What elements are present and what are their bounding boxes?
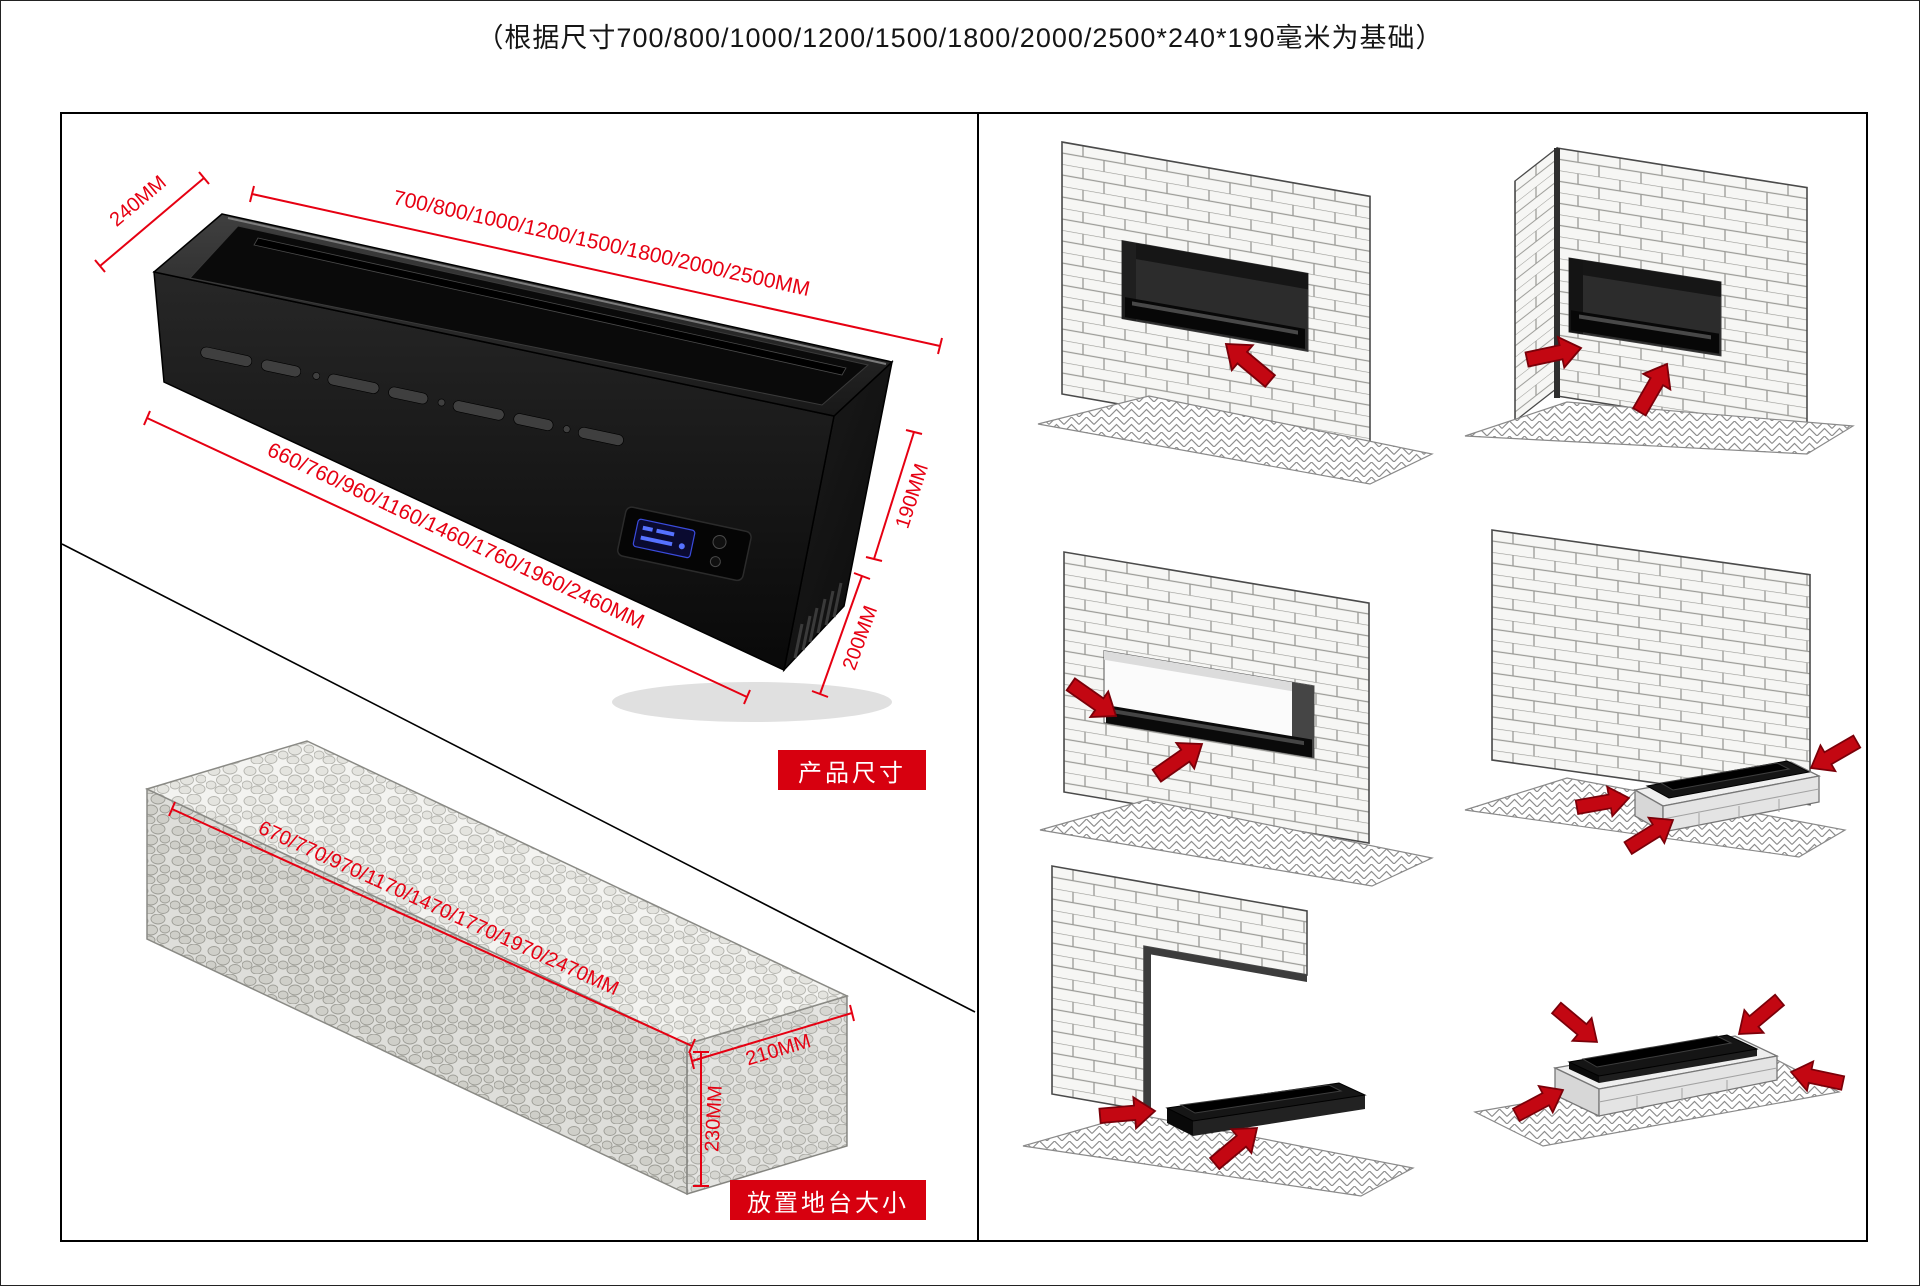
dim-label-width: 240MM (106, 172, 171, 232)
flame-slot (1581, 1035, 1733, 1068)
flame-slot (253, 237, 847, 376)
corner-shadow (1554, 148, 1560, 398)
dim-label-platform-height: 230MM (701, 1085, 726, 1153)
diagonal-divider (61, 543, 976, 1013)
product-shadow (612, 682, 892, 722)
floor-patch (1464, 401, 1855, 455)
brick-wall (1061, 141, 1371, 450)
platform-end-shade (687, 996, 847, 1194)
platform-size-badge: 放置地台大小 (730, 1180, 926, 1220)
wall-opening (1121, 239, 1309, 352)
platform-box (144, 740, 850, 1196)
dim-190mm (865, 429, 923, 562)
dim-240mm (94, 171, 210, 273)
base-platform (1633, 760, 1822, 834)
panel-button (709, 556, 721, 568)
product-top-face (152, 213, 894, 417)
top-trough (189, 225, 870, 406)
dim-label-body-depth: 200MM (839, 603, 882, 673)
end-grille (793, 582, 843, 659)
dim-210mm (689, 1004, 855, 1070)
brick-wall (1556, 147, 1808, 437)
brick-wall (1491, 529, 1811, 806)
page-title: （根据尺寸700/800/1000/1200/1500/1800/2000/25… (476, 23, 1444, 53)
dim-label-height: 190MM (892, 461, 934, 531)
install-scene-corner-wall (1464, 146, 1855, 455)
install-arrow (1546, 995, 1608, 1055)
flame-slot (1179, 1084, 1343, 1114)
dim-200mm (811, 572, 871, 698)
dimension-panel: 240MM 700/800/1000/1200/1500/1800/2000/2… (61, 114, 977, 1240)
install-scene-base-against-wall (1464, 529, 1866, 862)
wall-opening (1103, 650, 1315, 759)
brick-wall (1051, 865, 1308, 1112)
control-panel (616, 506, 752, 582)
wall-opening (1568, 257, 1722, 357)
dim-230mm (693, 1051, 709, 1187)
installation-panel (977, 114, 1866, 1240)
product-3d-view: 240MM 700/800/1000/1200/1500/1800/2000/2… (94, 171, 943, 722)
return-wall (1514, 146, 1558, 423)
platform-3d-view: 670/770/970/1170/1470/1770/1970/2470MM 2… (144, 740, 855, 1196)
front-vent-slots (200, 346, 624, 446)
product-size-badge: 产品尺寸 (778, 750, 926, 790)
floor-patch (1037, 395, 1434, 485)
platform-top-face (144, 740, 850, 1045)
product-front-face (153, 271, 835, 672)
dim-platform-length (168, 801, 696, 1054)
panel-button (712, 535, 727, 550)
brick-wall (1063, 551, 1370, 844)
install-scene-through-wall (1039, 551, 1434, 887)
dim-top-length (249, 185, 943, 355)
dim-front-length (143, 410, 751, 705)
floor-patch (1039, 799, 1434, 887)
install-scene-recessed-flat-wall (1037, 141, 1434, 485)
install-scene-wall-bridge (1022, 865, 1415, 1197)
fireplace-unit (1165, 1082, 1367, 1136)
diagram-frame: 240MM 700/800/1000/1200/1500/1800/2000/2… (60, 112, 1868, 1242)
install-scene-freestanding (1473, 987, 1847, 1147)
flame-slot (1659, 762, 1791, 791)
fireplace-unit (1567, 1034, 1759, 1083)
